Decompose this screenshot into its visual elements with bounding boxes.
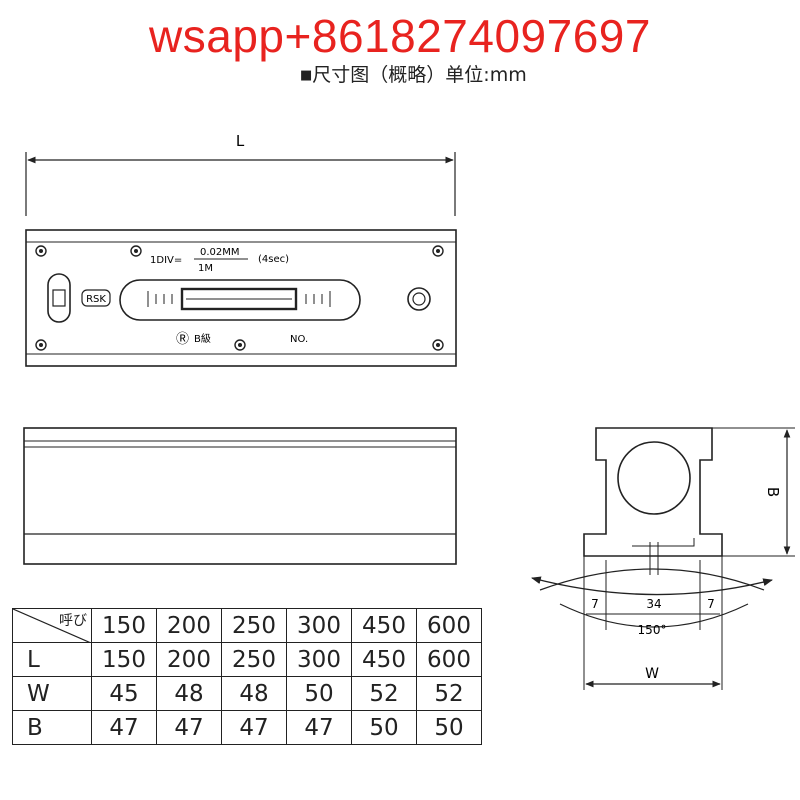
side-view	[23, 427, 457, 565]
division-label: 1DIV=	[150, 255, 182, 266]
size-cell: 250	[221, 608, 287, 643]
table-header-row: 呼び 150 200 250 300 450 600	[12, 608, 482, 643]
screw-icon	[35, 339, 47, 351]
square-bullet-icon: ■	[300, 68, 313, 83]
nominal-size-label: 呼び	[59, 613, 87, 629]
size-cell: 150	[91, 608, 157, 643]
size-cell: 200	[156, 608, 222, 643]
table-cell: 47	[156, 710, 222, 745]
serial-no-label: NO.	[290, 334, 308, 345]
grade-symbol-icon: Ⓡ	[176, 332, 189, 347]
width-label: W	[645, 666, 659, 682]
screw-icon	[35, 245, 47, 257]
size-cell: 600	[416, 608, 482, 643]
screw-icon	[432, 245, 444, 257]
table-cell: 450	[351, 642, 417, 677]
screw-icon	[130, 245, 142, 257]
margin-right-label: 7	[707, 597, 715, 611]
table-row: W 45 48 48 50 52 52	[12, 676, 482, 711]
contact-banner: wsapp+8618274097697	[149, 10, 651, 62]
row-label: W	[12, 676, 92, 711]
table-cell: 250	[221, 642, 287, 677]
adjuster-knob-icon	[407, 287, 431, 311]
height-label: B	[764, 487, 782, 497]
cross-vial	[47, 273, 71, 323]
table-cell: 47	[91, 710, 157, 745]
table-cell: 47	[221, 710, 287, 745]
table-corner-cell: 呼び	[12, 608, 92, 643]
table-cell: 52	[351, 676, 417, 711]
brand-mark: RSK	[86, 294, 106, 305]
table-cell: 50	[416, 710, 482, 745]
table-cell: 47	[286, 710, 352, 745]
table-cell: 300	[286, 642, 352, 677]
screw-icon	[432, 339, 444, 351]
row-label: B	[12, 710, 92, 745]
front-view: RSK 1DIV= 0.02MM 1M (4sec) Ⓡ B級 NO.	[25, 229, 457, 367]
table-cell: 150	[91, 642, 157, 677]
table-cell: 48	[156, 676, 222, 711]
division-value: 0.02MM	[200, 247, 240, 258]
table-cell: 200	[156, 642, 222, 677]
groove-angle-label: 150°	[638, 623, 667, 637]
length-label: L	[236, 132, 245, 150]
table-cell: 52	[416, 676, 482, 711]
drawing-title: ■尺寸图（概略）单位:mm	[300, 60, 527, 87]
length-dimension: L	[25, 132, 456, 216]
table-row: L 150 200 250 300 450 600	[12, 642, 482, 677]
spec-table: 呼び 150 200 250 300 450 600 L 150 200 250…	[12, 608, 482, 745]
size-cell: 300	[286, 608, 352, 643]
table-row: B 47 47 47 47 50 50	[12, 710, 482, 745]
drawing-title-text: 尺寸图（概略）单位:mm	[312, 64, 527, 86]
size-cell: 450	[351, 608, 417, 643]
grade-label: B級	[194, 332, 211, 345]
screw-icon	[234, 339, 246, 351]
table-cell: 45	[91, 676, 157, 711]
division-unit: 1M	[198, 263, 213, 274]
table-cell: 50	[351, 710, 417, 745]
cross-section-view: B W 7 34 7 150°	[531, 427, 795, 690]
row-label: L	[12, 642, 92, 677]
margin-left-label: 7	[591, 597, 599, 611]
groove-width-label: 34	[646, 597, 661, 611]
table-cell: 50	[286, 676, 352, 711]
main-vial	[119, 279, 361, 321]
table-cell: 48	[221, 676, 287, 711]
table-cell: 600	[416, 642, 482, 677]
seconds-label: (4sec)	[258, 254, 289, 265]
